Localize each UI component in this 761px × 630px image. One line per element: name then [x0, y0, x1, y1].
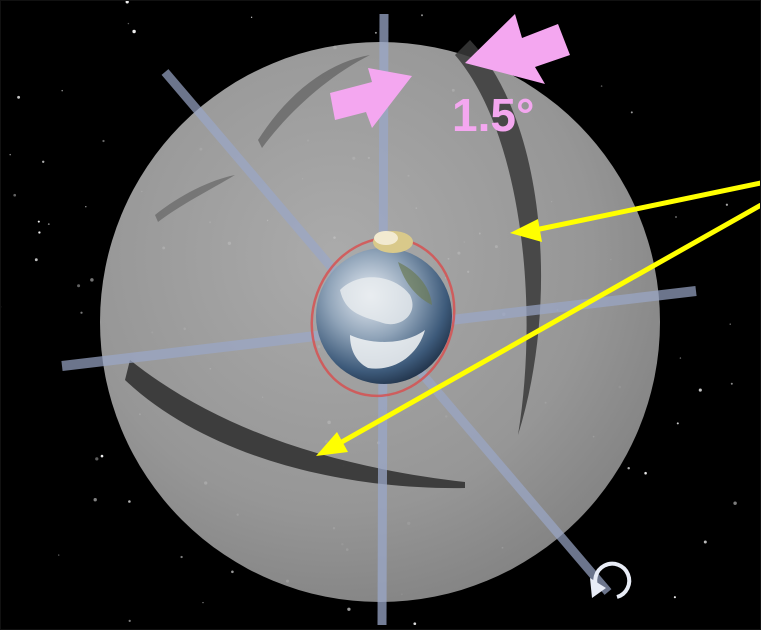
star	[132, 29, 136, 34]
angle-label: 1.5°	[452, 89, 535, 141]
yellow-arrow-lower	[316, 202, 761, 456]
star	[698, 388, 702, 392]
star	[725, 203, 729, 206]
star	[127, 22, 130, 25]
earth-globe	[316, 248, 452, 384]
star	[250, 16, 253, 18]
star	[93, 498, 97, 502]
star	[42, 160, 45, 163]
star	[729, 323, 731, 325]
star	[679, 357, 682, 359]
star	[38, 231, 41, 234]
star	[100, 454, 104, 458]
star	[80, 311, 83, 314]
star	[128, 619, 131, 623]
star	[85, 205, 87, 208]
star	[703, 540, 707, 544]
star	[202, 601, 204, 604]
star	[37, 220, 40, 223]
star	[61, 89, 63, 92]
star	[627, 466, 630, 470]
dark-band-right	[455, 40, 542, 435]
star	[730, 382, 733, 385]
star	[102, 139, 105, 143]
star	[644, 471, 647, 475]
star	[17, 95, 21, 99]
star	[125, 0, 129, 4]
star	[231, 570, 234, 574]
yellow-arrow-upper	[510, 180, 761, 242]
star	[34, 258, 38, 262]
star	[347, 607, 351, 611]
star	[180, 555, 183, 559]
star	[676, 422, 679, 425]
star	[47, 223, 50, 225]
star	[600, 85, 603, 87]
star	[733, 501, 737, 505]
star	[128, 500, 131, 503]
star	[90, 278, 94, 282]
star	[58, 554, 60, 556]
rotation-arrow-icon	[590, 561, 632, 599]
dark-band-bottom	[125, 360, 465, 489]
star	[675, 216, 677, 218]
star	[374, 31, 377, 34]
star	[13, 193, 17, 197]
star	[77, 284, 81, 288]
star	[95, 457, 99, 461]
star	[9, 153, 11, 156]
star	[413, 622, 417, 626]
star	[630, 111, 633, 114]
star	[673, 596, 676, 599]
sun-object	[373, 231, 413, 253]
pink-arrow-left	[330, 68, 412, 128]
star	[421, 14, 423, 17]
dark-band-upper-left-2	[155, 175, 235, 222]
pink-arrow-right	[465, 14, 570, 84]
